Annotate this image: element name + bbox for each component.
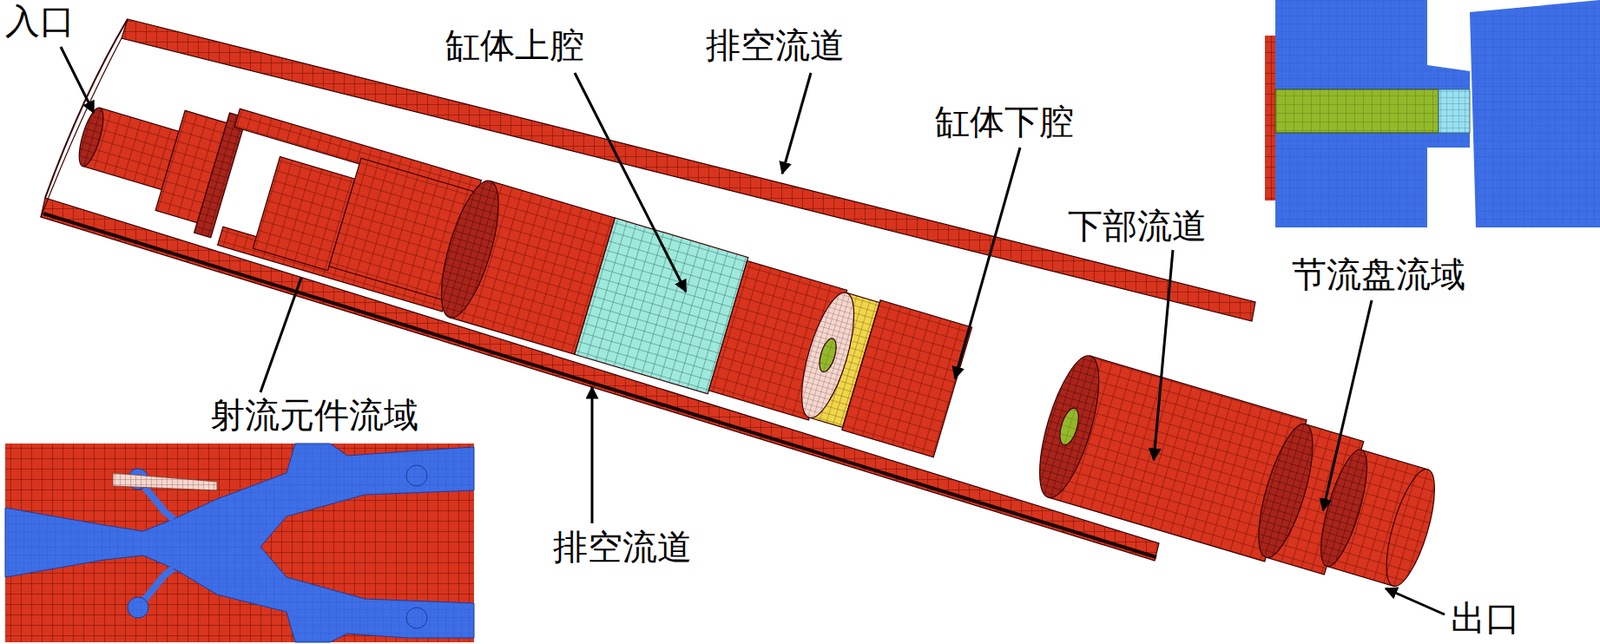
part-label: 排空流道 xyxy=(551,527,694,567)
leader-arrow xyxy=(591,387,594,524)
leader-line xyxy=(260,277,302,393)
leader-arrow xyxy=(954,147,1021,379)
fluidic-inset xyxy=(5,443,475,643)
throttle-inset xyxy=(1252,0,1600,228)
leader-arrows xyxy=(60,46,1445,615)
leader-arrow xyxy=(1323,300,1372,511)
part-label: 下部流道 xyxy=(1066,206,1209,245)
leader-arrow xyxy=(782,72,811,174)
part-label: 出口 xyxy=(1448,599,1522,638)
part-label: 入口 xyxy=(3,1,77,40)
part-label: 射流元件流域 xyxy=(208,395,421,435)
leader-arrow xyxy=(574,72,686,292)
part-label: 排空流道 xyxy=(704,26,847,65)
part-label: 缸体下腔 xyxy=(933,102,1076,141)
leader-arrow xyxy=(60,46,94,113)
part-label: 节流盘流域 xyxy=(1290,255,1468,294)
leader-arrow xyxy=(1385,588,1445,615)
leader-arrow xyxy=(1153,250,1173,461)
part-label: 缸体上腔 xyxy=(443,26,587,65)
